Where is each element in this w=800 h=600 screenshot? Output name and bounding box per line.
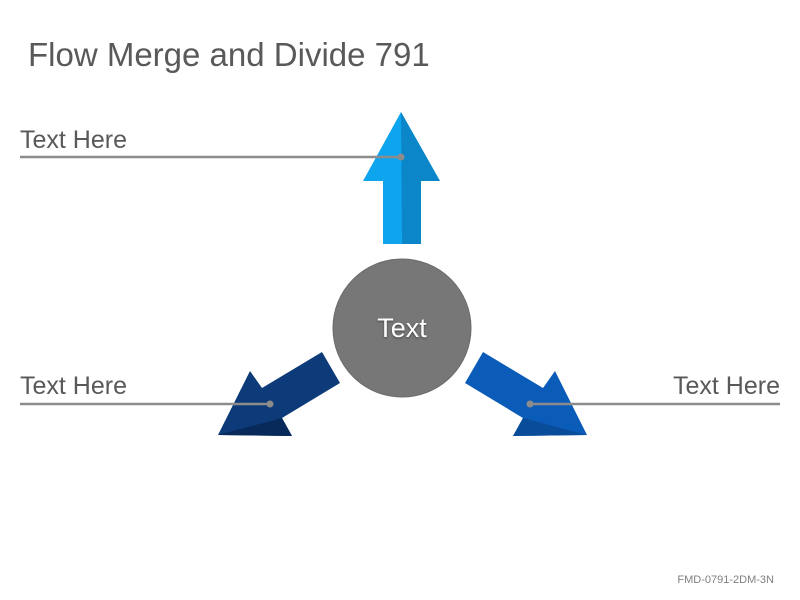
- leader-line-left: [20, 400, 274, 408]
- center-circle: [332, 258, 472, 398]
- leader-dot-right: [526, 400, 534, 408]
- arrow-down-right-body: [465, 352, 587, 436]
- slide-title: Flow Merge and Divide 791: [28, 36, 430, 73]
- leader-dot-left: [266, 400, 274, 408]
- arrow-up: [363, 112, 440, 244]
- callout-label-left: Text Here: [20, 372, 127, 400]
- arrow-down-right: [465, 352, 587, 436]
- arrow-down-left-body: [218, 352, 340, 436]
- arrow-down-right-shade: [513, 418, 587, 436]
- leader-line-top: [20, 153, 405, 161]
- callout-label-top: Text Here: [20, 126, 127, 154]
- arrow-down-left: [218, 352, 340, 436]
- leader-line-right: [526, 400, 780, 408]
- callout-label-right: Text Here: [673, 372, 780, 400]
- arrow-up-shade: [401, 112, 440, 244]
- footer-code: FMD-0791-2DM-3N: [677, 574, 774, 586]
- leader-dot-top: [397, 153, 405, 161]
- center-label: Text: [377, 312, 427, 343]
- arrow-down-left-shade: [218, 418, 292, 436]
